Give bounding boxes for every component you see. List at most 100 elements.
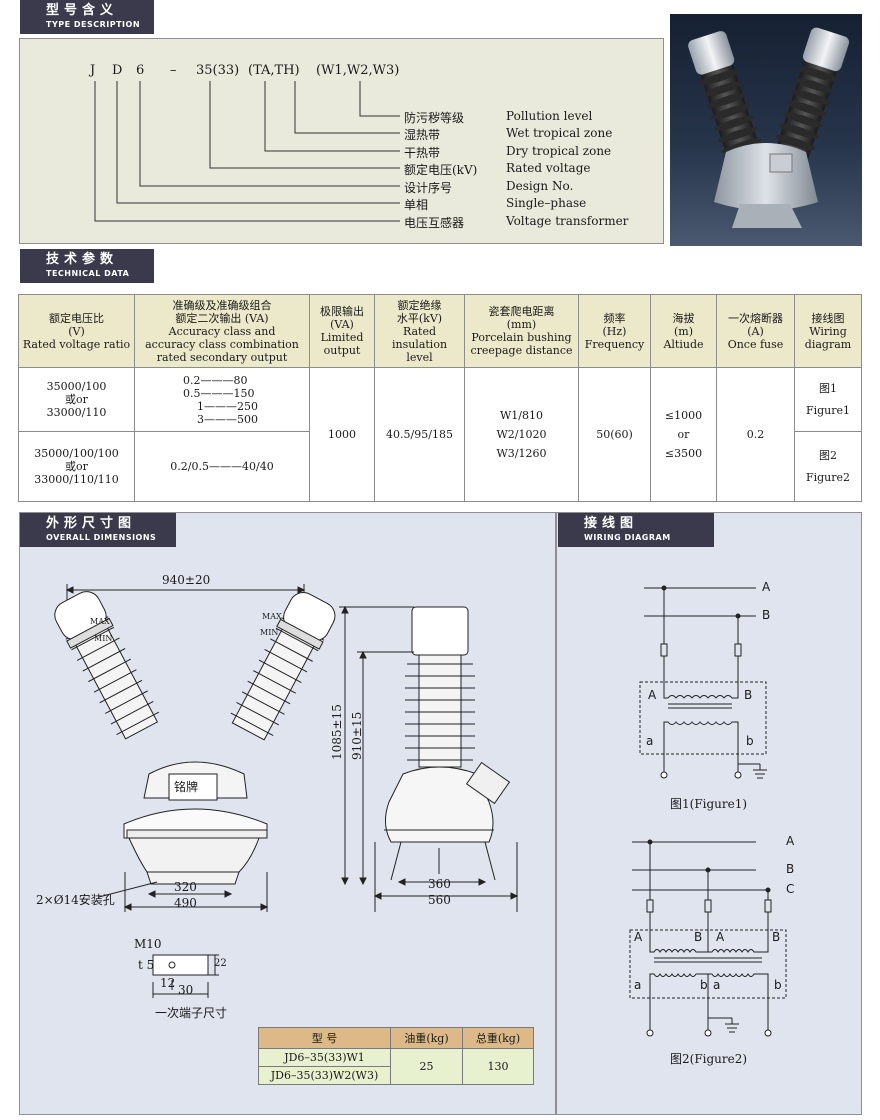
nameplate-label: 铭牌: [174, 780, 199, 794]
section-title-en: TYPE DESCRIPTION: [46, 20, 141, 29]
gauge-min-right: MIN: [260, 628, 279, 637]
header-line: (Hz): [602, 324, 627, 338]
terminal-caption: 一次端子尺寸: [155, 1006, 228, 1020]
table-row: 35000/100/100 或or 33000/110/110 0.2/0.5—…: [18, 431, 862, 502]
header-line: 水平(kV): [396, 311, 443, 325]
header-line: Once fuse: [727, 337, 784, 351]
fig2-primary2-a: A: [716, 930, 725, 944]
dim-width-top: 940±20: [162, 573, 211, 587]
dimension-drawing: [54, 584, 519, 998]
header-line: Rated insulation: [391, 324, 448, 351]
dim-mounting-holes: 2×Ø14安装孔: [36, 893, 115, 907]
legend-cn-5: 单相: [404, 198, 429, 212]
fig1-secondary-b: b: [746, 734, 754, 748]
cell-ratio-1: 35000/100 或or 33000/110: [18, 367, 135, 432]
section-header-wiring-diagram: 接线图 WIRING DIAGRAM: [558, 513, 714, 547]
cell-line: Figure2: [805, 470, 851, 484]
terminal-t5: t 5: [138, 958, 155, 972]
weight-total: 130: [462, 1048, 534, 1085]
weight-header-oil: 油重(kg): [390, 1027, 463, 1049]
section-header-overall-dimensions: 外形尺寸图 OVERALL DIMENSIONS: [20, 513, 176, 547]
header-line: 接线图: [811, 311, 845, 325]
header-line: Altiude: [663, 337, 704, 351]
weight-table-header: 型 号 油重(kg) 总重(kg): [258, 1027, 534, 1049]
gauge-max-left: MAX: [90, 617, 110, 626]
cell-line: 或or: [65, 460, 88, 473]
legend-cn-0: 防污秽等级: [404, 111, 465, 125]
fig2-primary2-b: B: [772, 930, 781, 944]
header-wiring-diagram: 接线图 Wiring diagram: [794, 294, 862, 368]
header-line: (mm): [506, 318, 537, 331]
fig2-primary1-b: B: [694, 930, 703, 944]
legend-cn-2: 干热带: [404, 146, 441, 160]
header-fuse: 一次熔断器 (A) Once fuse: [716, 294, 795, 368]
dim-base-560: 560: [428, 893, 451, 907]
fig2-primary1-a: A: [634, 930, 643, 944]
header-line: creepage distance: [470, 344, 573, 357]
model-char-j: J: [90, 63, 96, 78]
cell-line: 1———250: [197, 399, 258, 413]
product-photo: [670, 14, 862, 246]
legend-en-2: Dry tropical zone: [506, 144, 612, 158]
header-line: (VA): [330, 318, 354, 331]
legend-en-6: Voltage transformer: [506, 214, 629, 228]
cell-line: ≤1000: [664, 409, 703, 422]
dim-base-320: 320: [174, 880, 197, 894]
cell-line: 0.5———150: [183, 386, 255, 400]
legend-cn-6: 电压互感器: [404, 216, 465, 230]
section-title-en: OVERALL DIMENSIONS: [46, 533, 157, 542]
fig2-line-a: A: [786, 834, 795, 848]
cell-frequency: 50(60): [578, 367, 651, 502]
dim-height-910: 910±15: [350, 711, 364, 760]
header-line: Limited: [320, 331, 364, 344]
gauge-max-right: MAX: [262, 612, 282, 621]
fig1-primary-b: B: [744, 688, 753, 702]
cell-line: 0.2/0.5———40/40: [170, 460, 274, 473]
fig1-line-a: A: [762, 580, 771, 594]
weight-header-total: 总重(kg): [462, 1027, 534, 1049]
cell-line: W1/810: [499, 409, 543, 422]
technical-data-table: 额定电压比 (V) Rated voltage ratio 准确级及准确级组合 …: [18, 294, 862, 502]
section-title-cn: 技术参数: [46, 252, 119, 267]
dim-base-490: 490: [174, 896, 197, 910]
section-title-cn: 型号含义: [46, 3, 119, 18]
header-line: level: [406, 350, 433, 364]
table-header-row: 额定电压比 (V) Rated voltage ratio 准确级及准确级组合 …: [18, 294, 862, 368]
legend-cn-4: 设计序号: [404, 181, 453, 195]
legend-en-0: Pollution level: [506, 109, 593, 123]
fig2-line-b: B: [786, 862, 795, 876]
header-line: Porcelain bushing: [471, 331, 572, 344]
header-line: rated secondary output: [156, 350, 288, 364]
cell-line: 图2: [819, 448, 837, 462]
cell-accuracy-1: 0.2———80 0.5———150 1———250 3———500: [134, 367, 310, 432]
fig2-secondary1-a: a: [634, 978, 642, 992]
weight-model-w1: JD6–35(33)W1: [258, 1048, 391, 1067]
header-line: 额定绝缘: [397, 298, 442, 312]
dim-base-360: 360: [428, 877, 451, 891]
cell-line: W2/1020: [496, 428, 547, 441]
fig2-secondary1-b: b: [700, 978, 708, 992]
weight-header-model: 型 号: [258, 1027, 391, 1049]
table-row: 35000/100 或or 33000/110 0.2———80 0.5———1…: [18, 367, 862, 502]
header-line: Accuracy class and: [168, 324, 276, 338]
table-row: JD6–35(33)W2(W3): [258, 1066, 534, 1085]
dim-height-1085: 1085±15: [330, 704, 344, 760]
legend-en-4: Design No.: [506, 179, 574, 193]
model-leader-lines: [94, 81, 400, 222]
header-rated-voltage-ratio: 额定电压比 (V) Rated voltage ratio: [18, 294, 135, 368]
section-title-cn: 接线图: [584, 516, 639, 531]
weight-oil: 25: [390, 1048, 463, 1085]
cell-creepage: W1/810 W2/1020 W3/1260: [464, 367, 579, 502]
fig2-line-c: C: [786, 882, 795, 896]
model-char-6: 6: [136, 63, 145, 78]
header-line: (m): [673, 324, 693, 338]
fig2-secondary2-b: b: [774, 978, 782, 992]
cell-line: 或or: [65, 393, 88, 406]
cell-line: ≤3500: [664, 447, 703, 460]
cell-accuracy-2: 0.2/0.5———40/40: [134, 431, 310, 502]
header-frequency: 频率 (Hz) Frequency: [578, 294, 651, 368]
cell-limited-output: 1000: [309, 367, 375, 502]
weight-model-w2w3: JD6–35(33)W2(W3): [258, 1066, 391, 1085]
legend-cn-3: 额定电压(kV): [404, 163, 478, 177]
weight-table: 型 号 油重(kg) 总重(kg) JD6–35(33)W1 25 130 JD…: [258, 1027, 534, 1085]
